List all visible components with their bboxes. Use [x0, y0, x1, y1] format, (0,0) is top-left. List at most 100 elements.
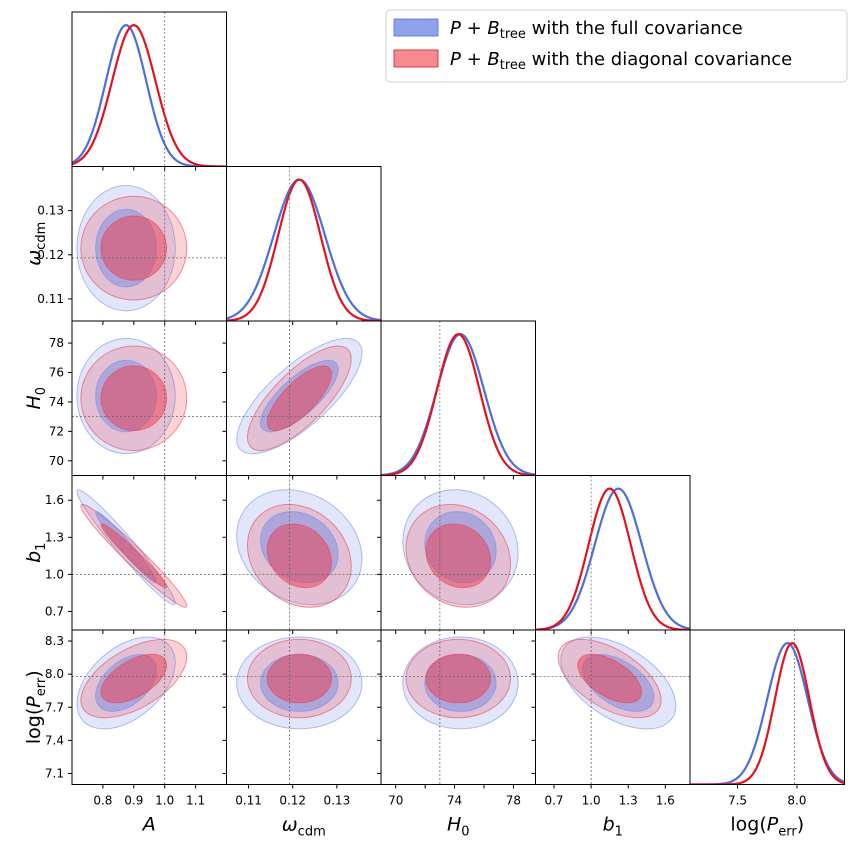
y-tick-label: 70 [49, 454, 64, 468]
contour-95-diagonal [80, 638, 188, 719]
contour-68-full [260, 511, 339, 584]
contour-68-diagonal [100, 215, 168, 281]
legend-entry-full: P + Btree with the full covariance [450, 18, 743, 42]
panel-b1-vs-H0 [377, 475, 536, 634]
contour-68-full [582, 654, 655, 712]
panel-H0-vs-omega_cdm [222, 320, 382, 480]
marginal-curve-diagonal [226, 178, 381, 321]
x-axis-label-H0: H0 [447, 814, 470, 840]
y-tick-label: 0.12 [37, 248, 64, 262]
marginal-curve-diagonal [381, 333, 536, 476]
panel-H0-vs-H0 [380, 320, 536, 480]
panel-logPerr-vs-omega_cdm [222, 629, 382, 789]
x-tick-label: 1.1 [186, 794, 205, 808]
panel-body [226, 166, 381, 321]
panel-b1-vs-b1 [535, 475, 691, 634]
x-axis-label-omega_cdm: ωcdm [282, 814, 326, 840]
x-tick-label: 1.6 [656, 794, 675, 808]
contour-95-diagonal [246, 638, 352, 719]
contour-68-diagonal [100, 523, 168, 589]
contour-68-diagonal [100, 365, 168, 432]
contour-95-full [76, 636, 176, 730]
panel-body [72, 321, 227, 476]
contour-95-full [236, 636, 363, 730]
y-tick-label: 7.4 [45, 733, 64, 747]
contour-95-diagonal [557, 638, 662, 719]
panel-body [381, 630, 536, 785]
contour-95-diagonal [405, 638, 511, 719]
y-tick-label: 7.1 [45, 766, 64, 780]
panels-layer [68, 11, 845, 789]
legend-frame [385, 9, 848, 83]
marginal-curve-diagonal [535, 487, 690, 630]
panel-body [226, 321, 381, 476]
y-axis-label-omega_cdm: ωcdm [23, 222, 49, 266]
y-tick-label: 0.13 [37, 204, 64, 218]
contour-95-full [236, 337, 363, 455]
legend-entry-diagonal: P + Btree with the diagonal covariance [450, 49, 792, 73]
panel-frame [689, 629, 845, 785]
y-tick-label: 74 [49, 395, 64, 409]
y-axis-label-H0: H0 [23, 387, 49, 410]
contour-68-full [95, 208, 158, 288]
x-tick-label: 8.0 [787, 794, 806, 808]
contour-95-diagonal [246, 503, 352, 608]
panel-frame [535, 475, 691, 631]
y-tick-label: 0.11 [37, 292, 64, 306]
x-tick-label: 0.13 [323, 794, 350, 808]
y-axis-label-b1: b1 [23, 543, 49, 563]
x-tick-label: 0.12 [279, 794, 306, 808]
marginal-curve-full [72, 24, 227, 167]
contour-68-full [260, 359, 339, 433]
x-tick-label: 1.0 [582, 794, 601, 808]
panel-omega_cdm-vs-A [68, 166, 227, 325]
panel-body [226, 630, 381, 785]
marginal-curve-full [690, 642, 845, 785]
contour-68-diagonal [100, 653, 168, 704]
contour-95-diagonal [80, 195, 188, 301]
panel-logPerr-vs-H0 [377, 629, 536, 789]
panel-b1-vs-A [68, 475, 227, 634]
panel-body [72, 630, 227, 785]
contour-95-full [76, 184, 176, 312]
panel-H0-vs-A [68, 320, 227, 480]
contour-95-diagonal [246, 345, 352, 451]
x-tick-label: 78 [506, 794, 521, 808]
x-tick-label: 7.5 [728, 794, 747, 808]
marginal-curve-diagonal [72, 24, 227, 167]
panel-logPerr-vs-A [68, 629, 227, 789]
y-tick-label: 1.6 [45, 493, 64, 507]
marginal-curve-full [535, 487, 690, 630]
x-tick-label: 1.3 [619, 794, 638, 808]
marginal-curve-full [381, 333, 536, 476]
y-tick-label: 72 [49, 424, 64, 438]
panel-logPerr-vs-b1 [531, 629, 691, 789]
panel-logPerr-vs-logPerr [689, 629, 845, 789]
x-axis-label-A: A [141, 814, 156, 836]
panel-body [535, 475, 690, 630]
contour-95-full [76, 337, 176, 455]
y-axis-label-logPerr: log(Perr) [23, 670, 49, 744]
x-tick-label: 70 [388, 794, 403, 808]
x-tick-label: 0.7 [544, 794, 563, 808]
y-tick-label: 1.0 [45, 567, 64, 581]
contour-68-diagonal [577, 653, 642, 704]
panel-body [381, 475, 536, 630]
panel-body [226, 475, 381, 630]
panel-frame [71, 475, 227, 631]
panel-body [381, 321, 536, 476]
y-tick-label: 76 [49, 366, 64, 380]
marginal-curve-full [226, 178, 381, 321]
y-tick-label: 8.0 [45, 667, 64, 681]
panel-body [72, 166, 227, 321]
contour-95-diagonal [80, 503, 188, 608]
x-tick-label: 0.11 [235, 794, 262, 808]
contour-95-full [402, 489, 519, 606]
y-tick-label: 7.7 [45, 700, 64, 714]
legend: P + Btree with the full covariance P + B… [385, 9, 848, 83]
contour-68-diagonal [266, 523, 332, 589]
contour-95-diagonal [405, 503, 511, 608]
x-tick-label: 0.8 [93, 794, 112, 808]
